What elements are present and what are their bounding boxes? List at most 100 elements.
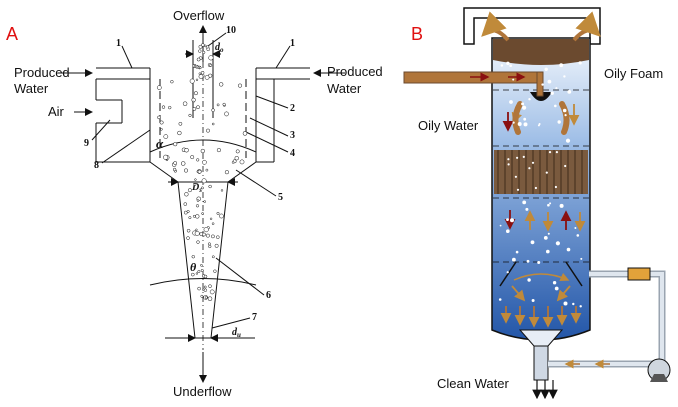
hydrocyclone-body — [95, 36, 310, 350]
air-bubble — [203, 200, 206, 203]
micro-bubble — [546, 249, 550, 254]
micro-bubble — [545, 171, 548, 174]
produced-water-left-label-1: Produced — [14, 65, 70, 80]
air-bubble — [211, 234, 215, 239]
air-bubble — [202, 159, 207, 165]
air-bubble — [203, 285, 207, 289]
micro-bubble — [562, 108, 567, 113]
air-bubble — [219, 213, 224, 219]
air-bubbles — [156, 43, 248, 301]
micro-bubble — [576, 234, 580, 237]
air-bubble — [235, 149, 240, 154]
air-bubble — [216, 235, 220, 239]
air-bubble — [196, 57, 201, 62]
air-bubble — [202, 232, 206, 237]
micro-bubble — [555, 87, 558, 90]
air-bubble — [207, 296, 213, 301]
micro-bubble — [498, 298, 502, 301]
micro-bubble — [507, 163, 510, 166]
produced-water-right-label-1: Produced — [327, 64, 383, 79]
micro-bubble — [506, 61, 510, 65]
air-bubble — [208, 55, 214, 61]
air-bubble — [200, 269, 204, 272]
micro-bubble — [523, 122, 528, 127]
air-bubble — [186, 236, 190, 240]
micro-bubble — [522, 200, 527, 205]
air-bubble — [214, 243, 219, 248]
air-bubble — [207, 242, 211, 246]
air-bubble — [178, 121, 183, 126]
air-bubble — [192, 214, 196, 218]
air-bubble — [197, 169, 202, 174]
air-bubble — [161, 105, 166, 109]
air-bubble — [163, 154, 169, 160]
micro-bubble — [554, 104, 557, 108]
air-bubble — [209, 289, 215, 295]
air-label: Air — [48, 104, 65, 119]
part-number-3: 3 — [290, 130, 295, 141]
oily-foam-layer — [493, 39, 589, 65]
clean-water-outlet — [533, 345, 549, 381]
air-bubble — [216, 211, 220, 215]
zone-separators — [493, 89, 589, 263]
air-bubble — [201, 212, 204, 215]
air-bubble — [187, 188, 192, 193]
air-bubble — [186, 210, 190, 213]
air-bubble — [159, 120, 164, 125]
air-bubble — [192, 107, 197, 111]
micro-bubble — [559, 203, 564, 208]
hopper-baffles — [499, 261, 583, 287]
air-bubble — [196, 199, 200, 202]
micro-bubble — [534, 186, 538, 190]
recycle-loop — [548, 267, 671, 382]
micro-bubble — [547, 232, 550, 235]
air-bubble — [242, 131, 248, 136]
air-bubble — [197, 270, 201, 273]
micro-bubble — [580, 257, 583, 260]
air-bubble — [173, 161, 178, 165]
air-bubble — [200, 264, 203, 267]
air-bubble — [184, 192, 189, 197]
symbol-alpha: α — [156, 136, 164, 151]
air-bubble — [197, 286, 201, 291]
micro-bubble — [515, 250, 519, 254]
air-bubble — [163, 134, 169, 139]
air-bubble — [198, 72, 202, 75]
air-bubble — [188, 113, 192, 117]
symbol-do: do — [215, 42, 224, 54]
air-bubble — [196, 158, 200, 162]
air-bubble — [195, 272, 199, 275]
air-bubble — [208, 244, 212, 249]
air-bubble — [201, 43, 205, 47]
air-bubble — [204, 75, 210, 80]
air-bubble — [198, 49, 202, 53]
micro-bubble — [522, 155, 525, 158]
air-bubble — [216, 148, 221, 153]
micro-bubble — [514, 175, 518, 178]
air-bubble — [195, 228, 198, 231]
micro-bubble — [548, 151, 552, 154]
micro-bubble — [526, 259, 530, 263]
micro-bubble — [574, 227, 577, 229]
micro-bubble — [555, 151, 559, 154]
flow-arrows — [500, 101, 586, 328]
part-number-1b: 1 — [290, 38, 295, 49]
oily-water-label: Oily Water — [418, 118, 479, 133]
micro-bubble — [557, 120, 561, 124]
air-bubble — [205, 233, 210, 238]
air-bubble — [234, 156, 239, 161]
air-bubble — [211, 222, 215, 225]
air-bubble — [204, 296, 208, 299]
part-number-8: 8 — [94, 160, 99, 171]
micro-bubble — [544, 67, 548, 72]
micro-bubble — [554, 185, 558, 189]
air-bubble — [191, 255, 195, 259]
air-bubble — [194, 230, 200, 236]
air-bubble — [219, 82, 224, 87]
air-bubble — [190, 155, 195, 160]
micro-bubble — [563, 75, 566, 78]
underflow-label: Underflow — [173, 384, 232, 399]
air-bubble — [182, 101, 188, 106]
air-bubble — [203, 44, 207, 48]
micro-bubble — [554, 286, 559, 291]
